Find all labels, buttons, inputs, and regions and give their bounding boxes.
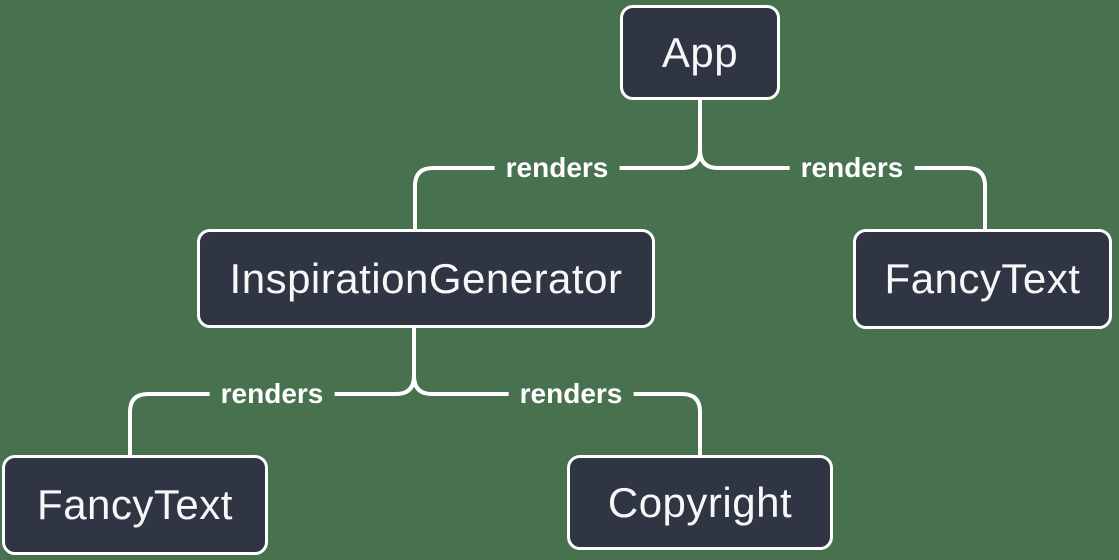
edge-label-renders: renders [789, 150, 915, 186]
tree-node-inspiration-generator: InspirationGenerator [197, 229, 655, 328]
edge-label-renders: renders [209, 376, 335, 412]
edge-label-renders: renders [494, 150, 620, 186]
tree-node-fancy-text-top-right: FancyText [853, 229, 1112, 329]
tree-node-fancy-text-bottom-left: FancyText [2, 455, 268, 555]
edge-app-to-fancy-text [698, 148, 987, 231]
tree-node-label: Copyright [607, 478, 793, 526]
tree-node-label: FancyText [884, 255, 1081, 302]
edge-label-renders: renders [508, 376, 634, 412]
tree-node-app: App [620, 5, 780, 100]
tree-node-copyright: Copyright [567, 455, 833, 550]
edge-inspiration-generator-to-copyright [412, 374, 702, 457]
tree-node-label: FancyText [37, 481, 233, 528]
tree-node-label: InspirationGenerator [229, 254, 623, 302]
tree-node-label: App [661, 28, 739, 76]
